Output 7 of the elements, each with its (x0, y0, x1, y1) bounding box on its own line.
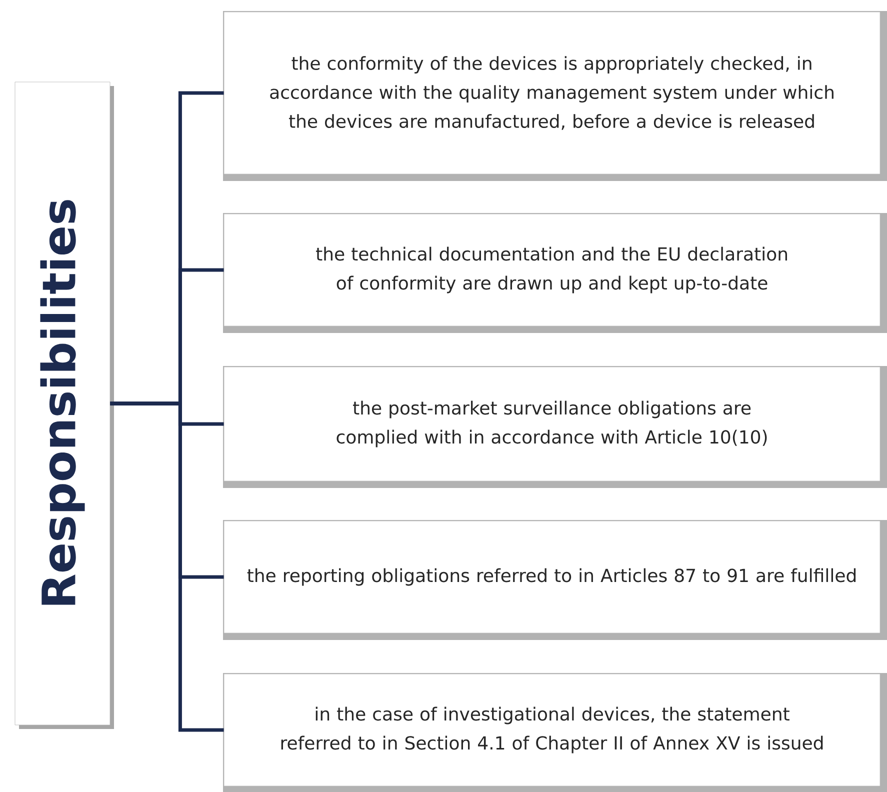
text-box: the reporting obligations referred to in Articles 87 to 91 are fulfilled (223, 520, 887, 640)
text-box: the technical documentation and the EU declaration of conformity are drawn up and kept up-to-date (223, 212, 887, 333)
text-box: the post-market surveillance obligations are complied with in accordance with Article 10(10) (223, 366, 887, 488)
connector (110, 402, 224, 732)
text-box: the conformity of the devices is appropriately checked, in accordance with the quality management system under which the devices are manufactured, before a device is released (223, 11, 887, 181)
title-box: Responsibilities (14, 82, 114, 729)
text-box: in the case of investigational devices, the statement referred to in Section 4.1 of Chapter II of Annex XV is issued (223, 672, 887, 792)
